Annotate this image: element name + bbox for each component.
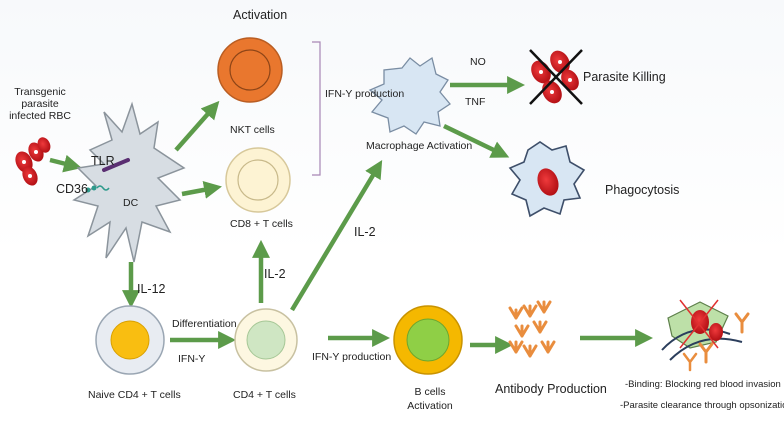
il2-up-label: IL-2 [264, 267, 286, 281]
il12-label: IL-12 [137, 282, 166, 296]
parasite-label: Transgenic parasite infected RBC [9, 86, 71, 123]
phagocytosing-macrophage [508, 141, 586, 218]
il2-macrophage-label: IL-2 [354, 225, 376, 239]
clearance-label: -Parasite clearance through opsonization [620, 400, 784, 411]
antibodies [508, 300, 556, 358]
cd8-cell [225, 147, 291, 213]
ifn-bracket [312, 41, 321, 176]
arrow-cd4-to-macrophage [290, 160, 383, 312]
tlr-label: TLR [91, 154, 115, 168]
arrow-dc-to-cd8 [181, 180, 222, 199]
nkt-cell [217, 37, 283, 103]
dendritic-cell [72, 101, 186, 263]
phagocytosis-label: Phagocytosis [605, 183, 680, 197]
arrow-macrophage-to-phagocytosis [443, 123, 510, 158]
binding-label: -Binding: Blocking red blood invasion [625, 379, 781, 390]
no-label: NO [470, 56, 486, 68]
arrow-parasite-to-dc [49, 154, 82, 173]
cd36-label: CD36 [56, 182, 88, 196]
b-cell [393, 305, 463, 375]
killed-parasites [529, 49, 583, 105]
ifny-diff-label: IFN-Y [178, 353, 206, 365]
parasite-killing-label: Parasite Killing [583, 70, 666, 84]
bcell-label-2: Activation [407, 400, 453, 412]
dc-label: DC [123, 197, 139, 209]
cd8-label: CD8 + T cells [230, 218, 293, 230]
arrows [49, 76, 654, 354]
differentiation-label: Differentiation [172, 318, 237, 330]
naive-cd4-cell [95, 305, 165, 375]
activation-title: Activation [233, 8, 288, 22]
ifny-production-bracket-label: IFN-Y production [325, 88, 405, 100]
macrophage-label: Macrophage Activation [366, 140, 473, 152]
bcell-label-1: B cells [414, 386, 446, 398]
nkt-label: NKT cells [230, 124, 275, 136]
cd4-label: CD4 + T cells [233, 389, 296, 401]
ifny-production-b-label: IFN-Y production [312, 351, 392, 363]
naive-label: Naive CD4 + T cells [88, 389, 181, 401]
cd4-cell [234, 308, 298, 372]
infected-rbc-cluster [15, 137, 51, 186]
opsonization-illustration [661, 299, 750, 372]
tnf-label: TNF [465, 96, 486, 108]
antibody-production-label: Antibody Production [495, 382, 607, 396]
arrow-dc-to-nkt [174, 100, 220, 152]
macrophage [368, 56, 451, 135]
